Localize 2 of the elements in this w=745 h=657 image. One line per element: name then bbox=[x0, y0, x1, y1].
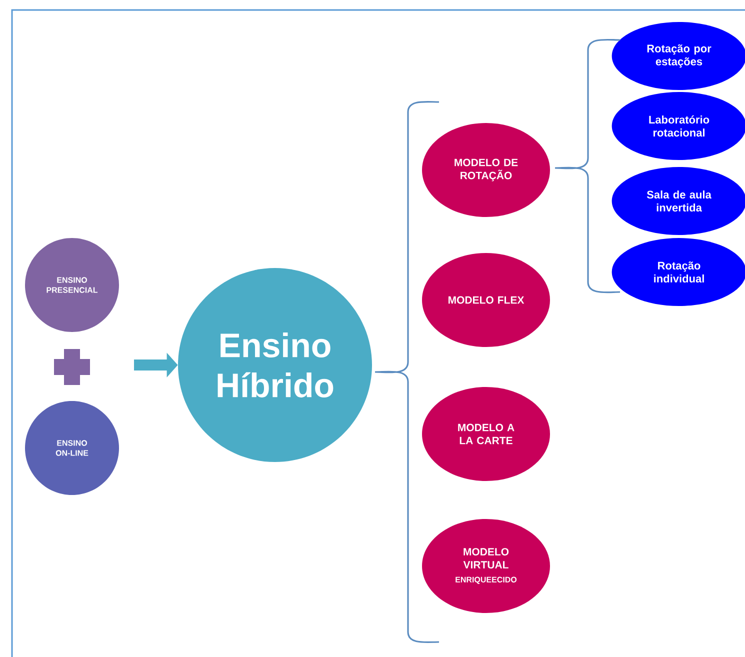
circle-node: ENSINO PRESENCIAL bbox=[25, 238, 119, 332]
circle-node: ENSINO ON-LINE bbox=[25, 401, 119, 495]
